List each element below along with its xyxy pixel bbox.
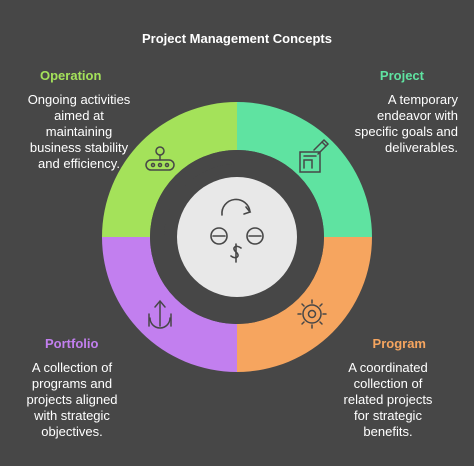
diagram-title: Project Management Concepts bbox=[142, 31, 332, 46]
portfolio-line: with strategic bbox=[34, 408, 110, 423]
growth-arrow-icon bbox=[148, 299, 172, 329]
program-line: benefits. bbox=[363, 424, 413, 439]
operation-line: Ongoing activities bbox=[27, 92, 131, 107]
project-line: A temporary bbox=[387, 92, 458, 107]
project-line: specific goals and bbox=[354, 124, 458, 139]
portfolio-line: programs and bbox=[31, 376, 113, 391]
project-segment bbox=[237, 102, 372, 237]
portfolio-line: A collection of bbox=[31, 360, 113, 375]
portfolio-line: projects aligned bbox=[26, 392, 118, 407]
operation-line: maintaining bbox=[45, 124, 113, 139]
gear-sun-icon bbox=[297, 299, 327, 329]
operation-line: and efficiency. bbox=[38, 156, 120, 171]
portfolio-line: objectives. bbox=[41, 424, 103, 439]
program-line: related projects bbox=[343, 392, 433, 407]
program-line: collection of bbox=[353, 376, 423, 391]
program-heading: Program bbox=[372, 336, 426, 351]
operation-description: Ongoing activities aimed at maintaining … bbox=[14, 92, 144, 172]
project-description: A temporary endeavor with specific goals… bbox=[328, 92, 458, 156]
program-segment bbox=[237, 237, 372, 372]
project-heading: Project bbox=[379, 68, 424, 83]
program-line: for strategic bbox=[354, 408, 422, 423]
portfolio-segment bbox=[102, 237, 237, 372]
portfolio-description: A collection of programs and projects al… bbox=[14, 360, 130, 440]
blueprint-pencil-icon bbox=[299, 138, 330, 173]
center-hub bbox=[177, 177, 297, 297]
program-line: A coordinated bbox=[348, 360, 428, 375]
operation-line: aimed at bbox=[54, 108, 104, 123]
thinking-face-money-icon bbox=[210, 198, 264, 263]
operation-heading: Operation bbox=[40, 68, 102, 83]
project-line: endeavor with bbox=[377, 108, 458, 123]
operation-line: business stability bbox=[29, 140, 129, 155]
portfolio-heading: Portfolio bbox=[45, 336, 99, 351]
conveyor-belt-icon bbox=[145, 146, 175, 171]
project-line: deliverables. bbox=[385, 140, 458, 155]
program-description: A coordinated collection of related proj… bbox=[328, 360, 448, 440]
